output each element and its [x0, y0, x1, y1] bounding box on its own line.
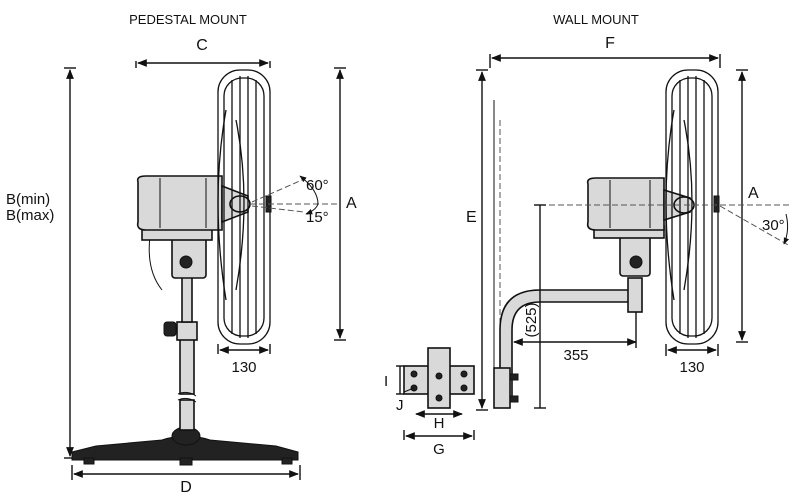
- pedestal-mount-view: PEDESTAL MOUNT C B(min) B(max) A: [6, 12, 357, 495]
- dimension-j-label: J: [396, 397, 404, 414]
- dimension-b: B(min) B(max): [6, 67, 76, 459]
- dimension-h-label: H: [434, 415, 445, 432]
- fan-grille: [217, 69, 272, 345]
- height-adjust-knob: [163, 321, 177, 337]
- wall-plate: [493, 367, 511, 409]
- dimension-d: D: [71, 465, 301, 495]
- dimension-f: F: [489, 35, 721, 68]
- dimension-a-pedestal: A: [334, 67, 357, 341]
- wall-bracket-detail: I J H G: [384, 347, 475, 458]
- dimension-c: C: [135, 37, 271, 68]
- wall-mount-view: WALL MOUNT F E A: [384, 12, 792, 458]
- wall-depth-label: 130: [679, 359, 704, 376]
- wall-tilt-angle-label: 30°: [762, 217, 785, 234]
- dimension-e: E: [466, 69, 488, 411]
- wall-depth-130: 130: [665, 344, 719, 376]
- dimension-c-label: C: [196, 37, 208, 54]
- tilt-up-angle-label: 60°: [306, 177, 329, 194]
- dimension-a-label: A: [346, 195, 357, 212]
- pedestal-tilt-angles: 60° 15°: [250, 175, 340, 226]
- dimension-a-wall-label: A: [748, 185, 759, 202]
- telescopic-pole: [179, 337, 195, 395]
- wall-mount-title: WALL MOUNT: [553, 12, 639, 27]
- wall-fan-drawing: [493, 69, 720, 409]
- dimension-e-label: E: [466, 209, 477, 226]
- pedestal-mount-title: PEDESTAL MOUNT: [129, 12, 247, 27]
- reach-355-label: 355: [563, 347, 588, 364]
- wall-motor-housing: [586, 177, 665, 231]
- dimension-a-wall: A: [736, 69, 759, 343]
- dimension-b-max-label: B(max): [6, 207, 54, 224]
- dimension-355: 355: [513, 312, 637, 364]
- wall-arm: [499, 289, 637, 401]
- motor-housing: [136, 175, 223, 231]
- pedestal-depth-label: 130: [231, 359, 256, 376]
- dimension-b-min-label: B(min): [6, 191, 50, 208]
- dimension-525: (525): [523, 204, 546, 409]
- tilt-knob: [179, 255, 193, 269]
- wall-fan-grille: [665, 69, 720, 345]
- height-525-label: (525): [523, 302, 540, 337]
- tilt-down-angle-label: 15°: [306, 209, 329, 226]
- dimension-f-label: F: [605, 35, 615, 52]
- dimension-d-label: D: [180, 479, 192, 495]
- pedestal-fan-drawing: [71, 69, 299, 466]
- dimension-g-label: G: [433, 441, 445, 458]
- pedestal-depth-130: 130: [217, 344, 271, 376]
- dimension-i-label: I: [384, 373, 388, 390]
